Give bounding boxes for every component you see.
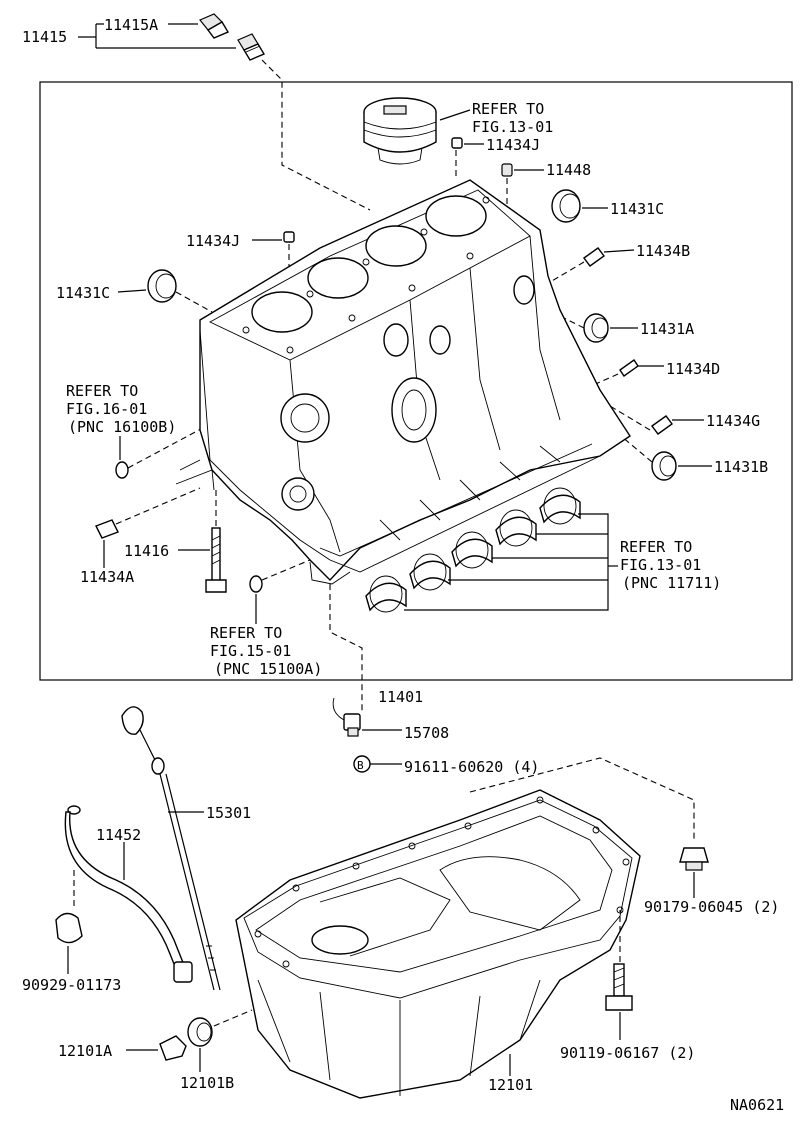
label-11452: 11452 bbox=[96, 826, 141, 844]
bolt-11416-icon bbox=[205, 527, 227, 593]
expansion-plug-11431C-right-icon bbox=[551, 189, 581, 223]
dowel-11434A-icon bbox=[95, 519, 119, 539]
label-11431C-right: 11431C bbox=[610, 200, 664, 218]
dipstick-guide-11452-icon bbox=[64, 805, 193, 983]
label-11434B: 11434B bbox=[636, 242, 690, 260]
label-11434J-left: 11434J bbox=[186, 232, 240, 250]
drain-plug-12101A-icon bbox=[159, 1035, 187, 1061]
bolt-90119-icon bbox=[605, 963, 633, 1011]
refer-13b-line1: REFER TO bbox=[620, 538, 692, 556]
pin-11434G-icon bbox=[651, 415, 673, 435]
label-11431A: 11431A bbox=[640, 320, 694, 338]
label-11448: 11448 bbox=[546, 161, 591, 179]
oil-dipstick-15301-icon bbox=[121, 706, 221, 991]
label-91611: 91611-60620 (4) bbox=[404, 758, 539, 776]
expansion-plug-11431B-icon bbox=[651, 451, 677, 481]
label-11434J-top: 11434J bbox=[486, 136, 540, 154]
pin-11434D-icon bbox=[619, 359, 639, 377]
refer-15-line3: (PNC 15100A) bbox=[214, 660, 322, 678]
plug-group-11415: 11415 11415A bbox=[22, 13, 371, 211]
refer-13b-line2: FIG.13-01 bbox=[620, 556, 701, 574]
gasket-12101B-icon bbox=[187, 1017, 213, 1047]
pin-11434J-left-icon bbox=[283, 231, 295, 243]
refer-13b-line3: (PNC 11711) bbox=[622, 574, 721, 592]
drawing-id: NA0621 bbox=[730, 1096, 784, 1114]
pin-11434J-top-icon bbox=[451, 137, 463, 149]
label-15708: 15708 bbox=[404, 724, 449, 742]
piston-reference-icon bbox=[363, 97, 437, 165]
label-11415A: 11415A bbox=[104, 16, 158, 34]
label-11434D: 11434D bbox=[666, 360, 720, 378]
label-11415: 11415 bbox=[22, 28, 67, 46]
refer-piston-line1: REFER TO bbox=[472, 100, 544, 118]
stud-90179-icon bbox=[679, 847, 709, 871]
refer-15-line2: FIG.15-01 bbox=[210, 642, 291, 660]
refer-piston-line2: FIG.13-01 bbox=[472, 118, 553, 136]
label-11431C-left: 11431C bbox=[56, 284, 110, 302]
pin-11434B-icon bbox=[583, 247, 605, 267]
svg-text:B: B bbox=[357, 759, 364, 772]
label-90929: 90929-01173 bbox=[22, 976, 121, 994]
oil-pressure-switch-15708-icon bbox=[332, 697, 361, 737]
o-ring-90929-icon bbox=[55, 912, 83, 944]
label-90119: 90119-06167 (2) bbox=[560, 1044, 695, 1062]
cylinder-block-frame bbox=[39, 81, 793, 681]
main-bearings-icon bbox=[365, 487, 609, 613]
label-11434G: 11434G bbox=[706, 412, 760, 430]
circle-b-marker: B bbox=[353, 755, 371, 773]
cylinder-block-icon bbox=[175, 179, 631, 585]
drain-plug-11415A-icon bbox=[199, 13, 230, 39]
label-15301: 15301 bbox=[206, 804, 251, 822]
expansion-plug-11431A-icon bbox=[583, 313, 609, 343]
label-11434A: 11434A bbox=[80, 568, 134, 586]
label-12101B: 12101B bbox=[180, 1074, 234, 1092]
label-11431B: 11431B bbox=[714, 458, 768, 476]
label-11401: 11401 bbox=[378, 688, 423, 706]
refer-16-line1: REFER TO bbox=[66, 382, 138, 400]
refer-16-line3: (PNC 16100B) bbox=[68, 418, 176, 436]
label-11416: 11416 bbox=[124, 542, 169, 560]
label-90179: 90179-06045 (2) bbox=[644, 898, 779, 916]
stud-11448-icon bbox=[501, 163, 513, 177]
expansion-plug-11431C-left-icon bbox=[147, 269, 177, 303]
refer-15-line1: REFER TO bbox=[210, 624, 282, 642]
dowel-15100A-icon bbox=[249, 575, 263, 593]
drain-plug-11415-icon bbox=[237, 33, 266, 61]
refer-16-line2: FIG.16-01 bbox=[66, 400, 147, 418]
label-12101: 12101 bbox=[488, 1076, 533, 1094]
dowel-16100B-icon bbox=[115, 461, 129, 479]
label-12101A: 12101A bbox=[58, 1042, 112, 1060]
